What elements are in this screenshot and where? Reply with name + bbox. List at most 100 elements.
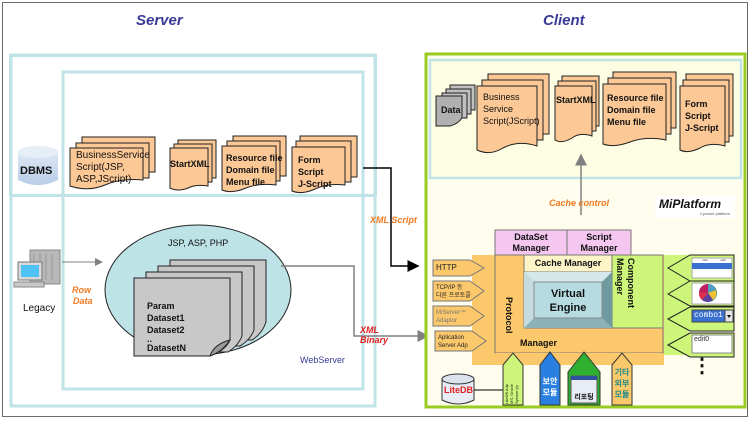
server-doc-business (69, 136, 156, 190)
dataset-line: Param (147, 301, 175, 311)
webserver-label: WebServer (300, 355, 345, 365)
doc-line: J-Script (685, 123, 719, 133)
proto-line: 다른 프로토콜 (436, 293, 471, 299)
data-stack-icon (435, 84, 476, 127)
report-module-label: 리포팅 (574, 394, 594, 401)
doc-line: Script (298, 167, 324, 177)
mgr-line: Manager (512, 243, 550, 253)
grid-header: col2 (720, 258, 726, 262)
doc-line: Script(JSP, (76, 162, 125, 173)
dataset-script-manager-bar (494, 229, 632, 257)
doc-line: Form (298, 155, 321, 165)
kr-line: 모듈 (542, 388, 558, 397)
brand-logo-bg (655, 196, 735, 218)
dataset-line: DatasetN (147, 343, 187, 353)
adaptor-module-label: LiteDB Adp MS, Oracle Sybase 등 (504, 368, 519, 404)
virtual-engine-box (523, 271, 613, 329)
ellipse-title: JSP, ASP, PHP (168, 238, 229, 248)
adaptor-line: Sybase 등 (514, 385, 519, 404)
server-doc-resource (221, 135, 287, 193)
component-strip (664, 255, 690, 355)
kr-line: 기타 (614, 368, 630, 377)
client-doc-business (476, 73, 550, 154)
dataset-stack (133, 259, 267, 357)
dataset-list: Param Dataset1 Dataset2 .. DatasetN (147, 300, 186, 354)
component-manager-label: Component Manager (615, 258, 636, 308)
miplatform-subtitle: Cyclone platform (700, 211, 731, 216)
doc-line: Script (685, 111, 711, 121)
doc-line: Domain file (226, 165, 275, 175)
server-doc-resource-text: Resource file Domain file Menu file (226, 152, 283, 188)
proto-line: MiServer™ (436, 310, 467, 316)
mgr-line: Manager (580, 243, 618, 253)
kr-line: 모듈 (614, 390, 630, 399)
protocol-tcpip: TCP/IP 등 다른 프로토콜 (436, 284, 471, 300)
dataset-line: .. (147, 334, 153, 344)
client-doc-resource-text: Resource file Domain file Menu file (607, 92, 664, 128)
protocol-http: HTTP (436, 263, 457, 272)
dataset-line: Dataset1 (147, 313, 185, 323)
doc-line: ASP,JScript) (76, 174, 132, 185)
security-module-label: 보안 모듈 (540, 376, 560, 398)
doc-line: Menu file (607, 117, 647, 127)
proto-line: TCP/IP 등 (436, 285, 463, 291)
chart-component-icon (691, 282, 733, 305)
server-doc-business-text: BusinessService Script(JSP, ASP,JScript) (76, 150, 150, 186)
cache-manager-label: Cache Manager (534, 258, 602, 268)
adaptor-module (502, 352, 524, 406)
proto-line: Adaptor (436, 318, 458, 324)
kr-line: 외부 (614, 379, 630, 388)
client-title: Client (543, 12, 585, 29)
ve-line: Virtual (550, 288, 586, 300)
client-doc-form (679, 73, 734, 153)
litedb-cylinder-icon (441, 373, 475, 405)
server-title: Server (136, 12, 183, 29)
row-data-label-1: Row (72, 285, 91, 295)
data-label: Data (441, 105, 461, 115)
proto-line: Server Adp (438, 343, 468, 349)
grid-headers: col1 col2 (696, 258, 732, 262)
protocol-tabs (432, 259, 487, 352)
doc-line: Resource file (607, 93, 664, 103)
grid-component-icon (691, 257, 733, 279)
xml-script-label: XML Script (370, 215, 417, 225)
proto-line: Aplication (438, 335, 465, 341)
mgr-line: Script (586, 232, 612, 242)
protocol-app-server: Aplication Server Adp (438, 334, 468, 350)
server-doc-startxml (169, 139, 217, 191)
doc-line: J-Script (298, 179, 332, 189)
protocol-miserver: MiServer™ Adaptor (436, 309, 466, 325)
dataset-manager: DataSet Manager (496, 232, 566, 254)
mgr-line: DataSet (514, 232, 548, 242)
external-module (611, 352, 633, 406)
xml-binary-label: XML Binary (360, 325, 388, 345)
combo-component-icon (691, 309, 734, 323)
doc-line: Script(JScript) (483, 116, 540, 126)
server-doc-startxml-text: StartXML (170, 159, 210, 169)
xml-binary-arrow (281, 265, 430, 342)
legacy-label: Legacy (23, 303, 56, 314)
dataset-line: Dataset2 (147, 325, 185, 335)
doc-line: Form (685, 99, 708, 109)
more-components-icon: ⋮ (692, 355, 712, 377)
report-module (567, 351, 601, 406)
doc-line: BusinessService (76, 150, 150, 161)
manager-label: Manager (520, 338, 558, 348)
dbms-label: DBMS (20, 165, 53, 177)
doc-line: Business (483, 92, 520, 102)
row-data-label-2: Data (73, 296, 93, 306)
ve-line: Engine (549, 302, 587, 314)
xml-script-arrow (363, 167, 420, 272)
client-doc-resource (602, 71, 677, 147)
grid-header: col1 (702, 258, 708, 262)
virtual-engine-label: Virtual Engine (534, 287, 602, 315)
server-doc-form-text: Form Script J-Script (298, 154, 332, 190)
component-manager-box (611, 254, 664, 329)
kr-line: 보안 (542, 377, 558, 386)
combo-value[interactable]: combo1 (694, 311, 723, 320)
edit-value[interactable]: edit0 (694, 336, 710, 343)
script-manager: Script Manager (568, 232, 630, 254)
client-doc-startxml (554, 75, 600, 143)
client-doc-business-text: Business Service Script(JScript) (483, 91, 540, 127)
